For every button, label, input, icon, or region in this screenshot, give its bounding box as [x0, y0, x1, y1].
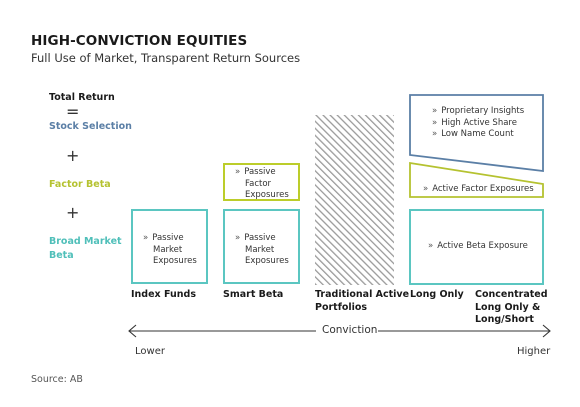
page-subtitle: Full Use of Market, Transparent Return S…	[31, 51, 301, 65]
bullet-icon: »	[432, 129, 438, 139]
equals-sign: =	[66, 102, 80, 121]
traditional-active-hatched-bar	[315, 115, 394, 285]
legend-factor-beta: Factor Beta	[49, 179, 111, 190]
bullet-icon: »	[432, 117, 438, 128]
box-line: Exposures	[153, 256, 197, 266]
concentrated-shapes	[409, 94, 544, 285]
smart-beta-factor-text: »Passive Factor Exposures	[235, 167, 289, 202]
box-line: Active Beta Exposure	[437, 241, 528, 251]
factor-beta-shape	[409, 161, 544, 198]
box-line: Factor	[245, 178, 272, 189]
box-line: Exposures	[245, 256, 289, 266]
index-funds-market-text: »Passive Market Exposures	[143, 233, 197, 268]
box-line: Low Name Count	[441, 129, 514, 139]
bullet-icon: »	[235, 233, 241, 243]
box-line: Passive	[244, 233, 276, 243]
bullet-icon: »	[423, 184, 429, 194]
plus-sign-1: +	[66, 146, 80, 165]
column-label-long-only: Long Only	[410, 289, 464, 300]
smart-beta-market-box: »Passive Market Exposures	[223, 209, 300, 284]
label-line: Portfolios	[315, 301, 368, 313]
bullet-icon: »	[432, 106, 438, 116]
legend-total-return: Total Return	[49, 92, 115, 103]
axis-label-conviction: Conviction	[322, 324, 378, 336]
axis-label-higher: Higher	[517, 346, 551, 357]
stock-selection-list: »Proprietary Insights »High Active Share…	[432, 106, 524, 141]
plus-sign-2: +	[66, 203, 80, 222]
legend-broad-market-line1: Broad Market	[49, 236, 122, 247]
column-label-concentrated: Concentrated Long Only & Long/Short	[475, 289, 548, 327]
box-line: Market	[153, 244, 183, 255]
label-line: Long Only &	[475, 301, 541, 313]
legend-stock-selection: Stock Selection	[49, 121, 132, 132]
bullet-icon: »	[428, 241, 434, 251]
bullet-icon: »	[235, 167, 241, 177]
box-line: Passive	[244, 167, 276, 177]
arrow-right-icon	[542, 324, 551, 338]
column-label-smart-beta: Smart Beta	[223, 289, 284, 300]
bullet-icon: »	[143, 233, 149, 243]
conviction-axis	[128, 324, 551, 338]
smart-beta-market-text: »Passive Market Exposures	[235, 233, 289, 268]
stock-selection-shape	[409, 94, 544, 173]
box-line: Passive	[152, 233, 184, 243]
box-line: Exposures	[245, 190, 289, 200]
axis-label-lower: Lower	[135, 346, 165, 357]
legend-broad-market-beta: Broad Market Beta	[49, 235, 122, 263]
source-note: Source: AB	[31, 374, 83, 385]
column-label-index-funds: Index Funds	[131, 289, 196, 300]
page-title: HIGH-CONVICTION EQUITIES	[31, 33, 248, 49]
label-line: Traditional Active	[315, 289, 410, 300]
box-line: Market	[245, 244, 275, 255]
column-label-traditional-active: Traditional Active Portfolios	[315, 289, 409, 314]
smart-beta-factor-box: »Passive Factor Exposures	[223, 163, 300, 201]
box-line: High Active Share	[441, 117, 517, 128]
label-line: Concentrated	[475, 289, 548, 300]
market-beta-shape	[409, 209, 544, 285]
arrow-left-icon	[128, 324, 137, 338]
index-funds-market-box: »Passive Market Exposures	[131, 209, 208, 284]
legend-broad-market-line2: Beta	[49, 250, 74, 261]
label-line: Long/Short	[475, 314, 534, 325]
active-beta-text: »Active Beta Exposure	[428, 241, 528, 253]
box-line: Proprietary Insights	[441, 106, 525, 116]
active-factor-text: »Active Factor Exposures	[423, 184, 534, 196]
box-line: Active Factor Exposures	[432, 184, 534, 194]
